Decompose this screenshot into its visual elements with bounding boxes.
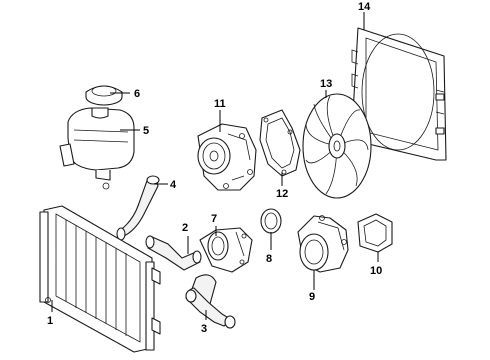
callout-5: 5: [143, 125, 149, 137]
callout-12: 12: [276, 188, 288, 200]
upper-radiator-hose: [116, 175, 160, 241]
o-ring-seal: [260, 208, 282, 234]
callout-4: 4: [170, 179, 177, 191]
coolant-reservoir: [59, 107, 135, 190]
callout-11: 11: [214, 98, 226, 110]
thermostat-housing: [199, 227, 253, 273]
fan-shroud: [351, 27, 447, 161]
water-pump: [197, 123, 257, 191]
lower-radiator-hose: [185, 274, 236, 329]
callout-labels: 14 13 11 12 6 5 4 2 7 3 8 9 10 1: [47, 1, 382, 335]
callout-2: 2: [182, 222, 188, 234]
outlet-gasket: [357, 213, 393, 253]
callout-10: 10: [370, 265, 382, 277]
cooling-fan: [302, 93, 372, 199]
reservoir-cap: [85, 85, 123, 106]
callout-6: 6: [134, 88, 140, 100]
callout-8: 8: [266, 253, 272, 265]
callout-3: 3: [201, 323, 207, 335]
water-outlet: [297, 215, 349, 273]
callout-14: 14: [358, 1, 371, 13]
callout-7: 7: [211, 213, 217, 225]
radiator: [39, 205, 161, 353]
callout-1: 1: [47, 315, 53, 327]
callout-13: 13: [320, 78, 332, 90]
radiator-hose-2: [145, 235, 202, 271]
leader-lines: [51, 12, 379, 320]
callout-9: 9: [309, 291, 315, 303]
water-pump-gasket: [259, 109, 301, 177]
